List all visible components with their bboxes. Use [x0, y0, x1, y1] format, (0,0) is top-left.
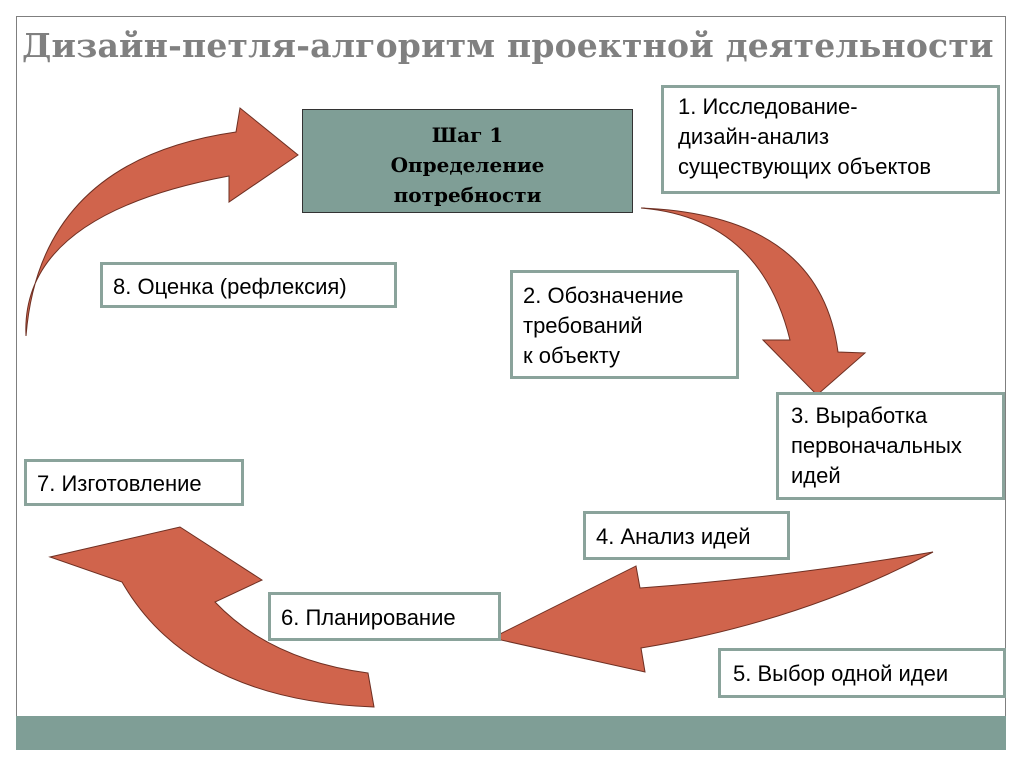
step-box-8: 8. Оценка (рефлексия) — [100, 262, 397, 308]
step-box-5: 5. Выбор одной идеи — [718, 648, 1006, 698]
step-3-line-1: 3. Выработка — [791, 403, 928, 428]
step1-box: Шаг 1 Определение потребности — [302, 109, 633, 213]
step-3-line-2: первоначальных — [791, 433, 962, 458]
arrow-step6-to-step7 — [48, 526, 375, 708]
step-box-6: 6. Планирование — [268, 592, 501, 641]
step-box-2: 2. Обозначение требований к объекту — [510, 270, 739, 379]
step-3-line-3: идей — [791, 463, 841, 488]
step-1-line-3: существующих объектов — [678, 154, 932, 179]
step-box-4: 4. Анализ идей — [583, 511, 790, 560]
step-box-1: 1. Исследование- дизайн-анализ существую… — [661, 85, 1000, 194]
step-8-line-1: 8. Оценка (рефлексия) — [113, 274, 347, 299]
step1-line3: потребности — [393, 183, 542, 207]
step-box-7: 7. Изготовление — [24, 459, 244, 506]
step-2-line-3: к объекту — [523, 343, 621, 368]
page-title: Дизайн-петля-алгоритм проектной деятельн… — [22, 26, 994, 65]
step-2-line-2: требований — [523, 313, 643, 338]
arrow-step8-to-step1 — [25, 107, 299, 337]
step-box-3: 3. Выработка первоначальных идей — [776, 392, 1005, 500]
step1-heading: Шаг 1 — [431, 123, 504, 147]
step-2-line-1: 2. Обозначение — [523, 283, 684, 308]
step1-line2: Определение — [390, 153, 545, 177]
step-1-line-2: дизайн-анализ — [678, 124, 830, 149]
step-1-line-1: 1. Исследование- — [678, 94, 858, 119]
step-5-line-1: 5. Выбор одной идеи — [733, 661, 949, 686]
step-4-line-1: 4. Анализ идей — [596, 524, 751, 549]
step-6-line-1: 6. Планирование — [281, 605, 456, 630]
arrow-step1-to-step3 — [640, 207, 867, 396]
footer-bar — [16, 716, 1006, 750]
step-7-line-1: 7. Изготовление — [37, 471, 202, 496]
